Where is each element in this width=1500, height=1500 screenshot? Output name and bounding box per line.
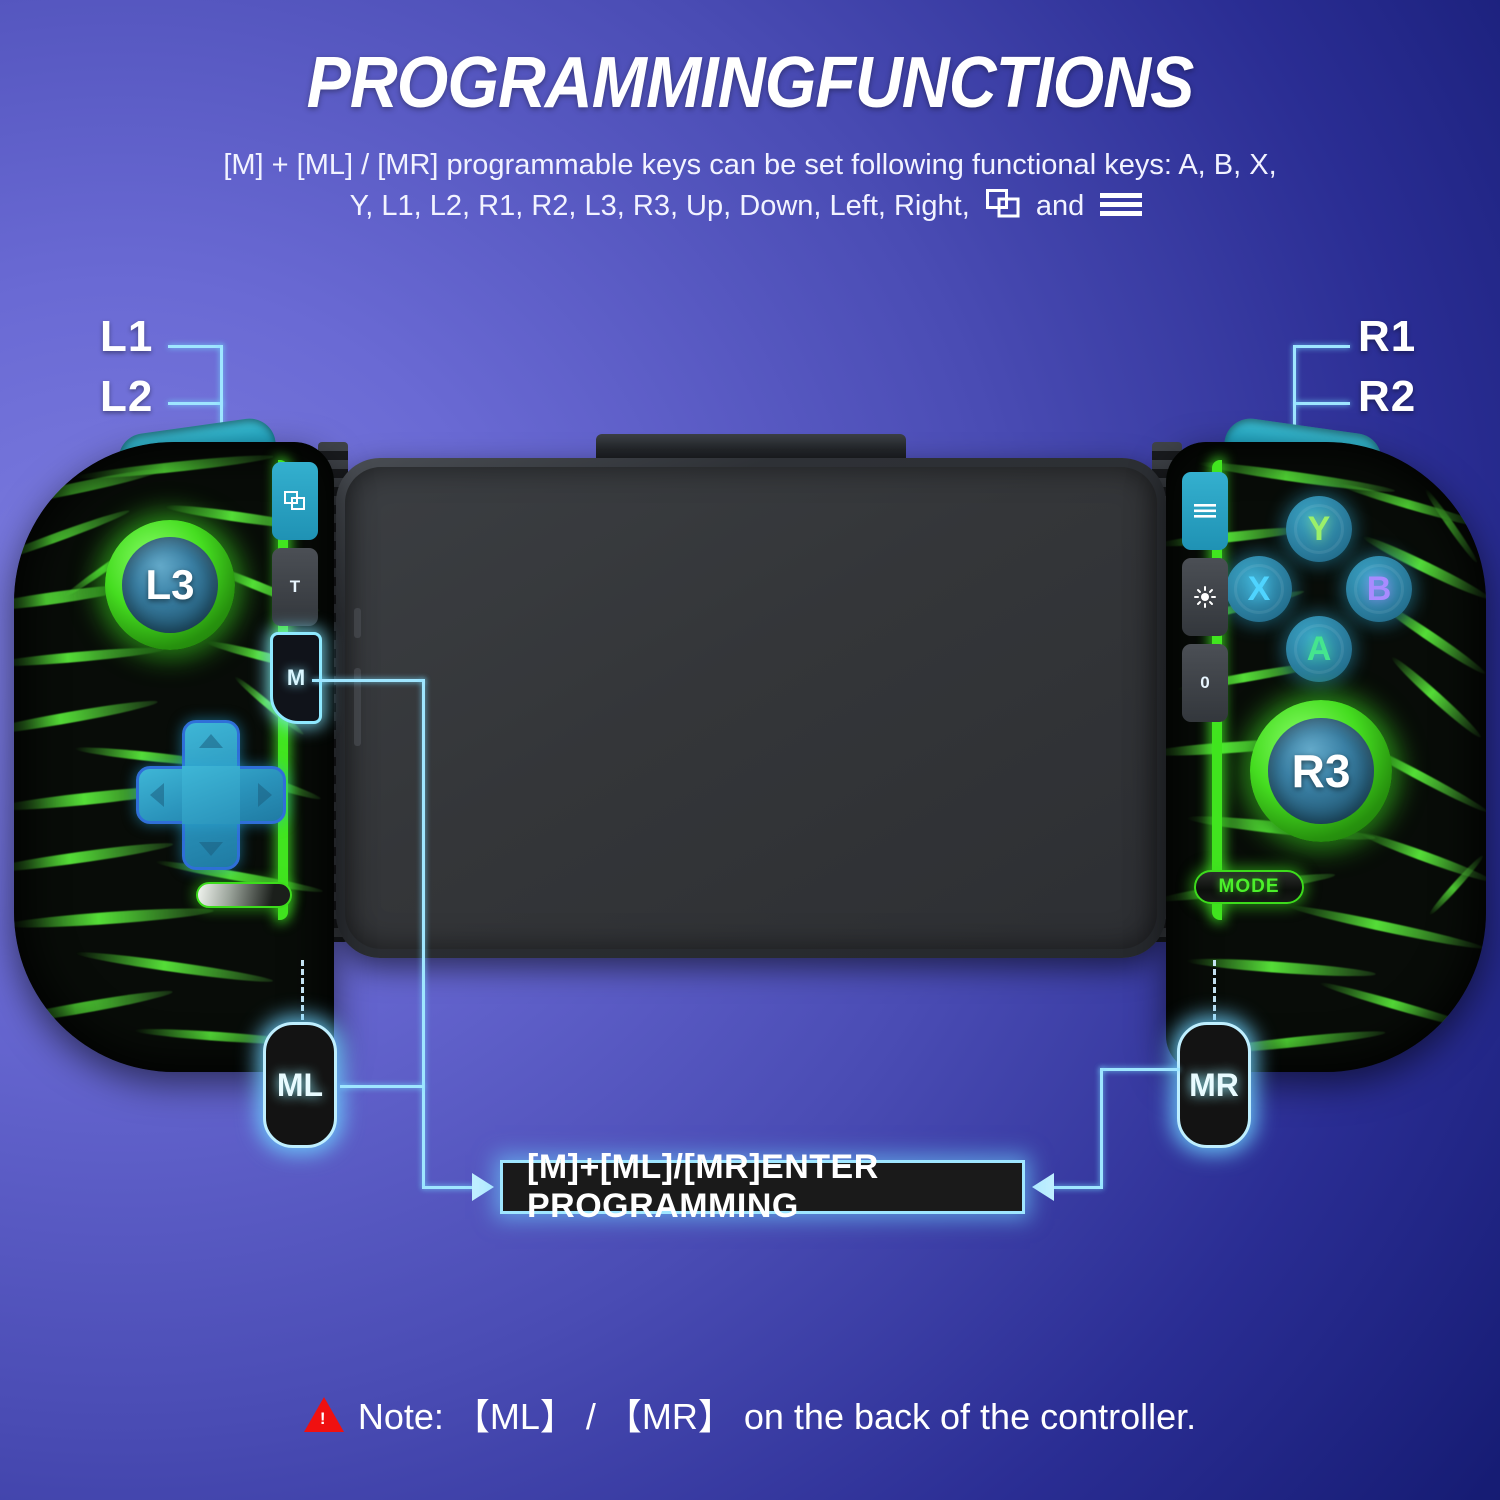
menu-icon <box>1100 190 1143 231</box>
callout-r1: R1 <box>1358 312 1417 361</box>
screenshot-icon <box>985 189 1020 231</box>
zero-button-label: 0 <box>1200 673 1210 692</box>
mode-button-label: MODE <box>1218 876 1280 897</box>
dpad-down-icon <box>199 842 223 856</box>
callout-r2: R2 <box>1358 372 1417 421</box>
phone-mute-button <box>354 608 361 638</box>
subtitle-line-2-text: Y, L1, L2, R1, R2, L3, R3, Up, Down, Lef… <box>349 190 970 223</box>
face-button-b[interactable]: B <box>1346 556 1412 622</box>
screenshot-icon <box>284 491 305 510</box>
leader-right-vertical <box>1293 345 1296 467</box>
mr-button-callout[interactable]: MR <box>1177 1022 1251 1148</box>
dpad-up-icon <box>199 734 223 748</box>
programming-banner: [M]+[ML]/[MR]ENTER PROGRAMMING <box>500 1148 1025 1225</box>
left-joystick-l3[interactable]: L3 <box>105 520 235 650</box>
face-button-a[interactable]: A <box>1286 616 1352 682</box>
leader-l1 <box>168 345 223 348</box>
screenshot-button[interactable] <box>272 462 318 540</box>
leader-ml-dashed <box>301 960 304 1020</box>
menu-icon <box>1194 504 1216 518</box>
l3-label: L3 <box>145 561 195 608</box>
leader-r1 <box>1295 345 1350 348</box>
mode-button[interactable]: MODE <box>1194 870 1304 904</box>
zero-button[interactable]: 0 <box>1182 644 1228 722</box>
r3-label: R3 <box>1291 745 1351 797</box>
brightness-icon <box>1194 586 1216 608</box>
footer-note-text: Note: 【ML】 / 【MR】 on the back of the con… <box>357 1396 1197 1437</box>
phone-volume-button <box>354 668 361 746</box>
controller-illustration: L3 T M <box>0 400 1500 1072</box>
ml-button-callout[interactable]: ML <box>263 1022 337 1148</box>
arrow-mr-to-banner <box>1032 1173 1054 1201</box>
m-button-label: M <box>286 665 306 690</box>
ml-label: ML <box>276 1066 324 1103</box>
leader-m-horizontal <box>312 679 425 682</box>
leader-l2 <box>168 402 223 405</box>
face-button-b-label: B <box>1366 569 1392 608</box>
leader-m-vertical <box>422 679 425 1187</box>
callout-l1: L1 <box>100 312 154 361</box>
arrow-m-to-banner <box>472 1173 494 1201</box>
turbo-button-label: T <box>289 577 301 596</box>
l3-cap: L3 <box>121 536 219 634</box>
dpad-control[interactable] <box>136 720 286 870</box>
footer-note: Note: 【ML】 / 【MR】 on the back of the con… <box>0 1388 1500 1440</box>
subtitle-line-1: [M] + [ML] / [MR] programmable keys can … <box>223 149 1277 181</box>
face-button-x[interactable]: X <box>1226 556 1292 622</box>
subtitle-block: [M] + [ML] / [MR] programmable keys can … <box>190 145 1310 231</box>
left-indicator-light <box>196 882 292 908</box>
face-button-a-label: A <box>1306 629 1332 668</box>
phone-screen[interactable] <box>345 467 1157 949</box>
face-button-x-label: X <box>1247 569 1271 608</box>
subtitle-line-2: Y, L1, L2, R1, R2, L3, R3, Up, Down, Lef… <box>190 186 1310 231</box>
m-button[interactable]: M <box>270 632 322 724</box>
face-button-y[interactable]: Y <box>1286 496 1352 562</box>
leader-ml-horizontal <box>340 1085 424 1088</box>
leader-mr-horizontal <box>1100 1068 1180 1071</box>
leader-left-vertical <box>220 345 223 467</box>
callout-l2: L2 <box>100 372 154 421</box>
leader-mr-dashed <box>1213 960 1216 1020</box>
leader-m-to-banner <box>422 1186 474 1189</box>
leader-mr-vertical <box>1100 1068 1103 1186</box>
warning-triangle-icon <box>303 1396 344 1432</box>
face-button-y-label: Y <box>1307 509 1331 548</box>
right-joystick-r3[interactable]: R3 <box>1250 700 1392 842</box>
phone-device <box>336 458 1166 958</box>
dpad-left-icon <box>150 783 164 807</box>
mr-label: MR <box>1189 1066 1239 1103</box>
leader-r2 <box>1295 402 1350 405</box>
page-title: PROGRAMMINGFUNCTIONS <box>306 43 1195 123</box>
leader-mr-to-banner <box>1053 1186 1103 1189</box>
menu-button[interactable] <box>1182 472 1228 550</box>
subtitle-and-text: and <box>1035 190 1085 223</box>
turbo-button[interactable]: T <box>272 548 318 626</box>
dpad-right-icon <box>258 783 272 807</box>
programming-banner-text: [M]+[ML]/[MR]ENTER PROGRAMMING <box>527 1148 879 1225</box>
dpad-center <box>182 766 240 824</box>
r3-cap: R3 <box>1268 718 1374 824</box>
brightness-button[interactable] <box>1182 558 1228 636</box>
